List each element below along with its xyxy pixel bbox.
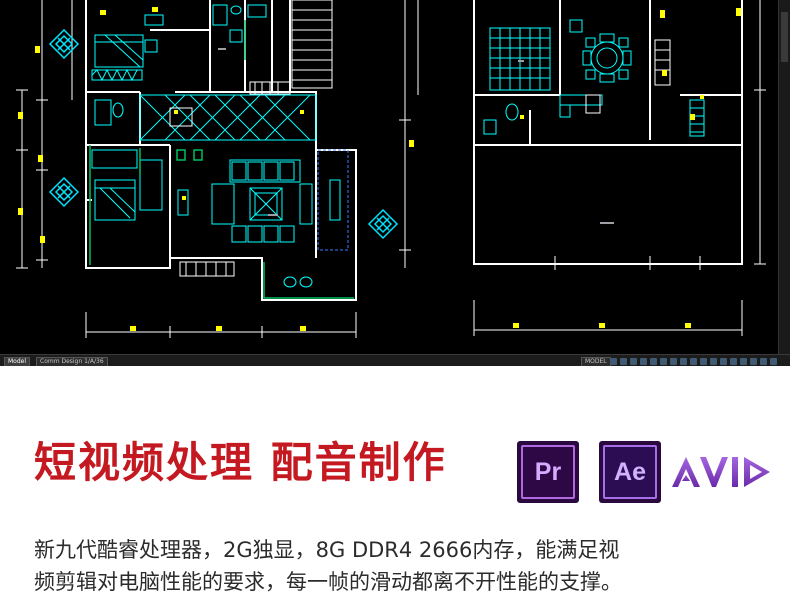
customize-icon[interactable]: [770, 357, 777, 365]
cad-drawing-screenshot: Model Comm Design 1/A/36 MODEL: [0, 0, 790, 366]
headline-title: 短视频处理 配音制作: [34, 438, 447, 487]
ortho-icon[interactable]: [630, 357, 637, 365]
left-furniture: [91, 4, 349, 288]
tab-model[interactable]: Model: [4, 357, 31, 366]
tab-layout[interactable]: Comm Design 1/A/36: [36, 357, 108, 366]
snap-icon[interactable]: [620, 357, 627, 365]
description-line-2: 频剪辑对电脑性能的要求，每一帧的滑动都离不开性能的支撑。: [34, 570, 622, 594]
annotation-icon[interactable]: [700, 357, 707, 365]
scrollbar-thumb[interactable]: [781, 12, 788, 62]
otrack-icon[interactable]: [660, 357, 667, 365]
premiere-pro-icon: Pr: [517, 441, 579, 503]
polar-icon[interactable]: [640, 357, 647, 365]
premiere-pro-label: Pr: [521, 445, 575, 499]
clean-screen-icon[interactable]: [760, 357, 767, 365]
right-floor-plan: [473, 0, 743, 265]
yellow-markers: [18, 7, 414, 331]
lock-icon[interactable]: [730, 357, 737, 365]
grid-icon[interactable]: [610, 357, 617, 365]
avid-logo: [672, 457, 770, 487]
osnap-icon[interactable]: [650, 357, 657, 365]
status-tool-icons: [610, 357, 785, 365]
right-yellow-markers: [513, 8, 741, 328]
corridor-tiles: [139, 94, 317, 141]
green-accents: [89, 20, 354, 299]
transparency-icon[interactable]: [680, 357, 687, 365]
left-floor-plan: [85, 0, 357, 301]
diamond-ornaments: [48, 28, 399, 240]
right-dimensions: [417, 0, 766, 336]
after-effects-label: Ae: [603, 445, 657, 499]
model-space-button[interactable]: MODEL: [581, 357, 611, 366]
scale-icon[interactable]: [710, 357, 717, 365]
description: 新九代酷睿处理器，2G独显，8G DDR4 2666内存，能满足视 频剪辑对电脑…: [34, 534, 774, 598]
isolate-icon[interactable]: [740, 357, 747, 365]
hardware-icon[interactable]: [750, 357, 757, 365]
small-labels: [218, 48, 614, 224]
after-effects-icon: Ae: [599, 441, 661, 503]
right-furniture: [480, 19, 705, 270]
cad-floor-plan: [16, 0, 766, 338]
selection-icon[interactable]: [690, 357, 697, 365]
lineweight-icon[interactable]: [670, 357, 677, 365]
dimension-lines-left: [16, 0, 411, 338]
description-line-1: 新九代酷睿处理器，2G独显，8G DDR4 2666内存，能满足视: [34, 538, 620, 562]
stair-left: [249, 0, 333, 95]
workspace-icon[interactable]: [720, 357, 727, 365]
cad-vertical-scrollbar[interactable]: [778, 0, 790, 354]
cad-status-bar: Model Comm Design 1/A/36 MODEL: [0, 354, 790, 366]
